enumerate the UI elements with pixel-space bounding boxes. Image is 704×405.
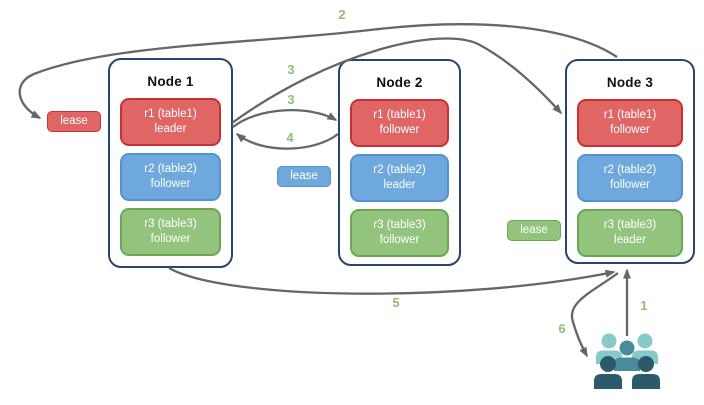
- node-2-replica-r2: r2 (table2) leader: [350, 154, 449, 202]
- replica-role: leader: [614, 234, 646, 246]
- node-1-replicas: r1 (table1) leader r2 (table2) follower …: [110, 89, 231, 256]
- replica-role: follower: [150, 178, 191, 190]
- node-3-replica-r2: r2 (table2) follower: [577, 154, 683, 202]
- node-2-replica-r3: r3 (table3) follower: [350, 209, 449, 257]
- replica-name: r2 (table2): [144, 163, 197, 176]
- replica-role: follower: [150, 233, 191, 245]
- arrow-step5-node1-to-node3: [168, 267, 616, 295]
- step-5-label: 5: [392, 295, 400, 310]
- node-3-replica-r1: r1 (table1) follower: [577, 99, 683, 147]
- node-1-title: Node 1: [147, 74, 194, 89]
- users-icon: [594, 333, 660, 389]
- replica-role: leader: [383, 179, 416, 191]
- node-2-replicas: r1 (table1) follower r2 (table2) leader …: [340, 90, 459, 257]
- replica-name: r2 (table2): [603, 164, 657, 177]
- lease-badge-table2: lease: [277, 166, 331, 187]
- node-2-replica-r1: r1 (table1) follower: [350, 99, 449, 147]
- lease-badge-table1: lease: [47, 111, 101, 132]
- node-1-panel: Node 1 r1 (table1) leader r2 (table2) fo…: [108, 58, 233, 268]
- node-3-title: Node 3: [606, 75, 654, 90]
- replica-name: r3 (table3): [144, 218, 197, 231]
- lease-badge-table3: lease: [507, 220, 561, 241]
- replica-name: r3 (table3): [603, 219, 657, 232]
- replica-name: r1 (table1): [373, 109, 426, 122]
- replica-name: r3 (table3): [373, 219, 426, 232]
- node-1-replica-r1: r1 (table1) leader: [120, 98, 221, 146]
- replica-role: follower: [610, 124, 650, 136]
- replica-name: r1 (table1): [144, 108, 197, 121]
- node-3-replica-r3: r3 (table3) leader: [577, 209, 683, 257]
- step-4-label: 4: [286, 130, 294, 145]
- node-1-replica-r3: r3 (table3) follower: [120, 208, 221, 256]
- replica-role: leader: [154, 123, 187, 135]
- step-3-label-lower: 3: [287, 92, 295, 107]
- node-3-replicas: r1 (table1) follower r2 (table2) followe…: [567, 90, 693, 257]
- step-3-label-upper: 3: [287, 62, 295, 77]
- replica-role: follower: [379, 124, 420, 136]
- node-1-replica-r2: r2 (table2) follower: [120, 153, 221, 201]
- replica-role: follower: [610, 179, 650, 191]
- node-2-panel: Node 2 r1 (table1) follower r2 (table2) …: [338, 59, 461, 266]
- replica-name: r2 (table2): [373, 164, 426, 177]
- step-2-label: 2: [338, 7, 346, 22]
- step-6-label: 6: [558, 321, 566, 336]
- replica-role: follower: [379, 234, 420, 246]
- node-3-panel: Node 3 r1 (table1) follower r2 (table2) …: [565, 59, 695, 264]
- step-1-label: 1: [640, 298, 648, 313]
- node-2-title: Node 2: [376, 75, 423, 90]
- replica-name: r1 (table1): [603, 109, 657, 122]
- arrow-step3-node1-to-node2: [232, 109, 338, 128]
